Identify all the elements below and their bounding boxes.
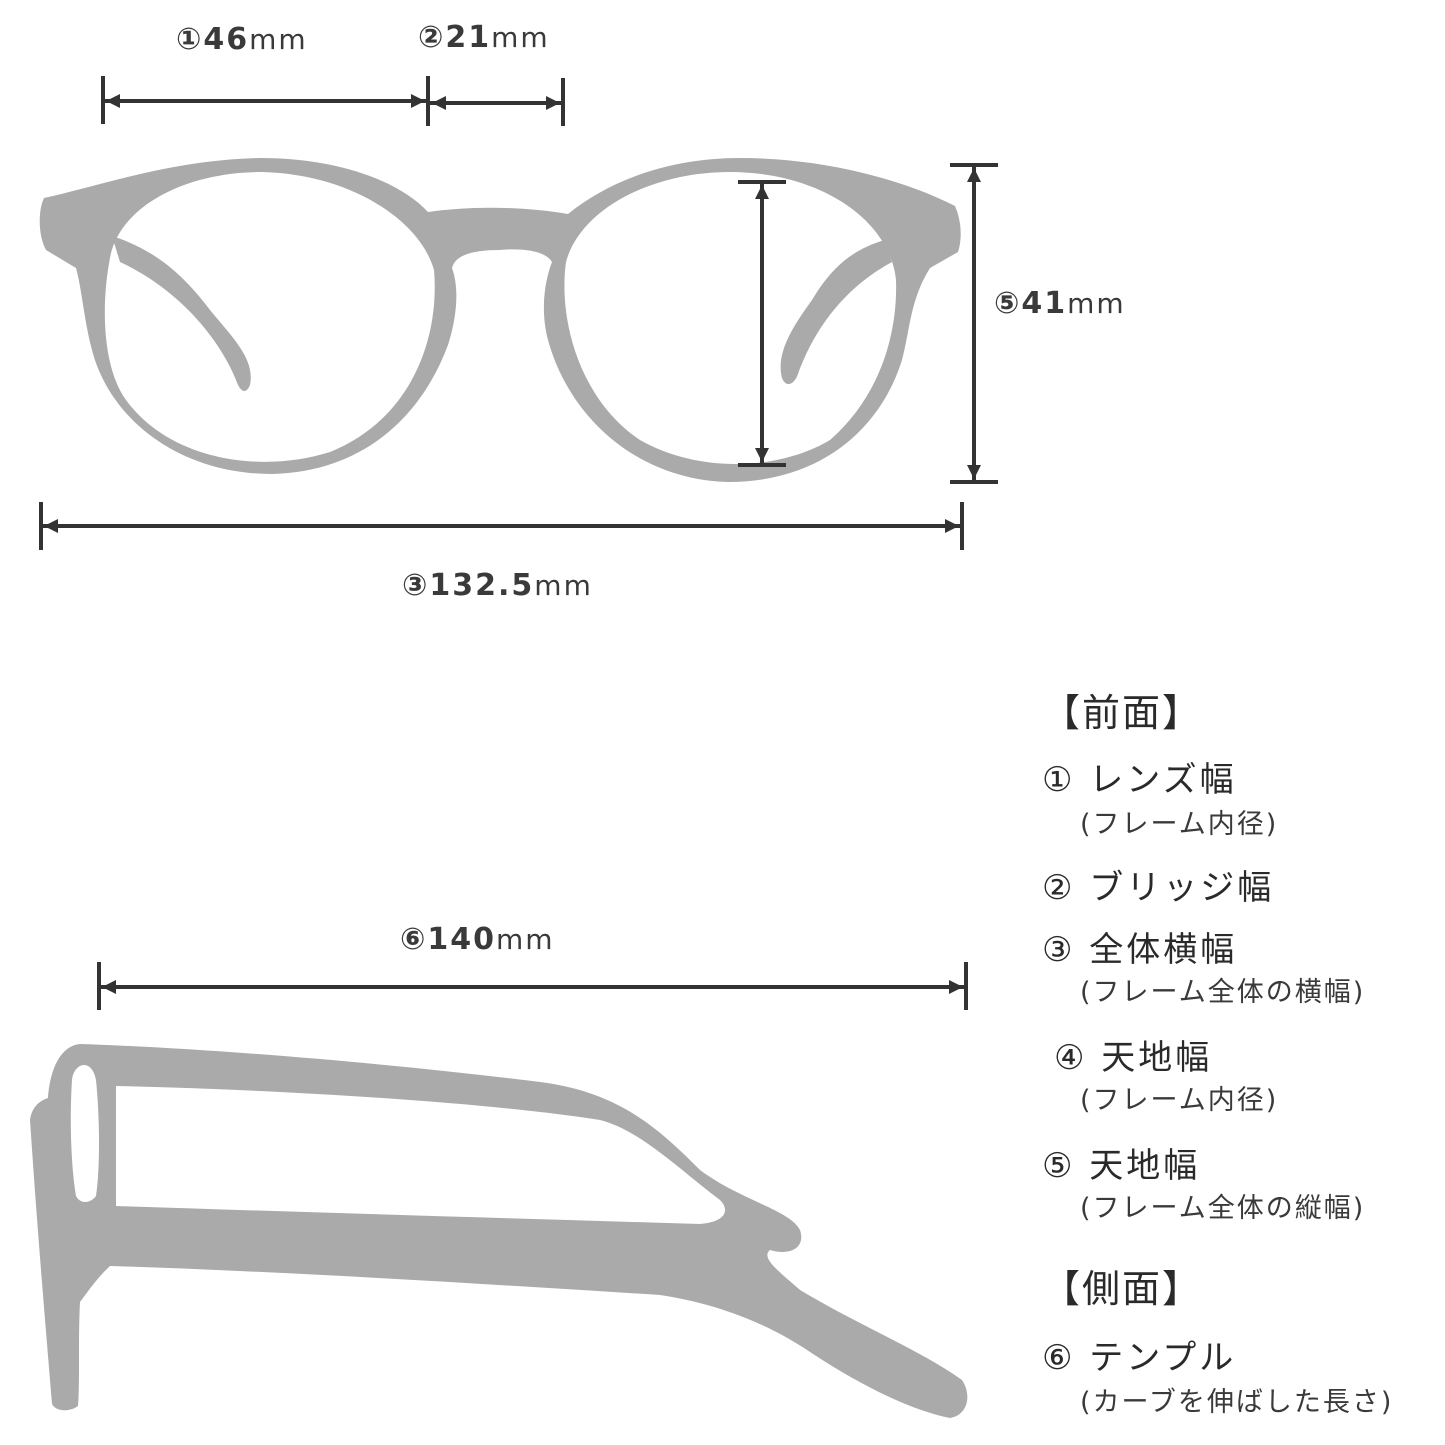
legend-item-4: ④ 天地幅 bbox=[1054, 1038, 1213, 1078]
label-lens-width-value: ①46 bbox=[176, 22, 250, 57]
arrow-frameh-top bbox=[967, 168, 981, 182]
legend-item-2: ② ブリッジ幅 bbox=[1042, 868, 1275, 908]
legend-note-5: (フレーム全体の縦幅) bbox=[1080, 1193, 1366, 1224]
legend-front-heading: 【前面】 bbox=[1042, 691, 1203, 735]
legend-item-5: ⑤ 天地幅 bbox=[1042, 1146, 1201, 1186]
left-temple-inner bbox=[112, 236, 251, 392]
legend-item-1: ① レンズ幅 bbox=[1042, 760, 1237, 800]
label-frame-height-value: ⑤41 bbox=[994, 286, 1068, 321]
arrow-bridge-left bbox=[432, 96, 446, 110]
arrow-bridge-right bbox=[546, 96, 560, 110]
arrow-lensh-bottom bbox=[755, 448, 769, 462]
frame-side-outline bbox=[30, 1044, 968, 1418]
arrow-lensh-top bbox=[755, 185, 769, 199]
arrow-lens-left bbox=[106, 94, 120, 108]
label-bridge-width-unit: mm bbox=[491, 21, 550, 54]
dimension-lines bbox=[39, 76, 998, 1010]
label-lens-width: ①46mm bbox=[176, 22, 308, 57]
legend-note-6: (カーブを伸ばした長さ) bbox=[1080, 1387, 1394, 1418]
label-frame-height: ⑤41mm bbox=[994, 286, 1126, 321]
label-bridge-width: ②21mm bbox=[418, 20, 550, 55]
label-temple-length: ⑥140mm bbox=[400, 922, 555, 957]
label-total-width-value: ③132.5 bbox=[402, 568, 535, 603]
front-view-frame bbox=[39, 158, 961, 482]
legend-note-3: (フレーム全体の横幅) bbox=[1080, 977, 1366, 1008]
legend-item-3: ③ 全体横幅 bbox=[1042, 930, 1238, 970]
frame-front-outline bbox=[39, 158, 961, 482]
side-view-frame bbox=[30, 1044, 968, 1418]
arrow-temple-left bbox=[102, 980, 116, 994]
legend-side-heading: 【側面】 bbox=[1042, 1267, 1203, 1311]
arrow-lens-right bbox=[411, 94, 425, 108]
legend-note-1: (フレーム内径) bbox=[1080, 809, 1279, 840]
label-bridge-width-value: ②21 bbox=[418, 20, 492, 55]
arrow-frameh-bottom bbox=[967, 465, 981, 479]
label-total-width-unit: mm bbox=[534, 569, 593, 602]
legend-item-6: ⑥ テンプル bbox=[1042, 1338, 1237, 1378]
label-frame-height-unit: mm bbox=[1067, 287, 1126, 320]
label-temple-length-unit: mm bbox=[496, 923, 555, 956]
arrow-temple-right bbox=[949, 980, 963, 994]
label-lens-width-unit: mm bbox=[249, 23, 308, 56]
label-temple-length-value: ⑥140 bbox=[400, 922, 497, 957]
arrow-total-left bbox=[44, 519, 58, 533]
label-total-width: ③132.5mm bbox=[402, 568, 593, 603]
legend-note-4: (フレーム内径) bbox=[1080, 1085, 1279, 1116]
arrow-total-right bbox=[945, 519, 959, 533]
right-temple-inner bbox=[780, 240, 892, 385]
